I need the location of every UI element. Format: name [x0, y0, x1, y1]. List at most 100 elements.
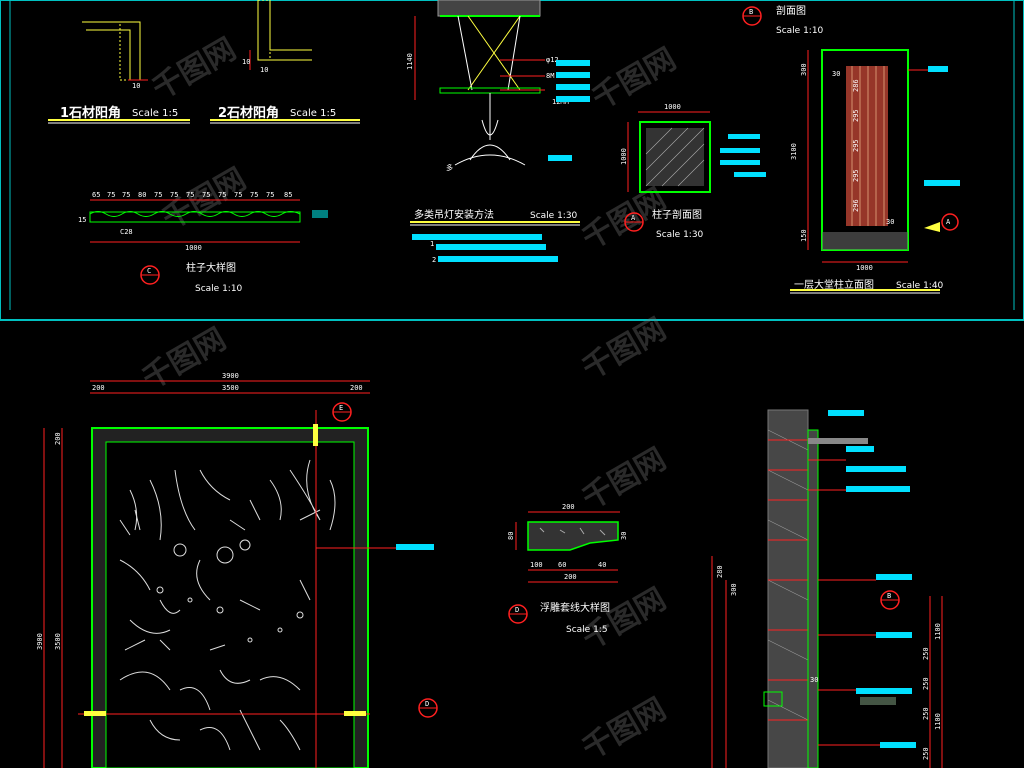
- svg-text:1140: 1140: [406, 53, 414, 70]
- svg-text:千图网: 千图网: [577, 582, 672, 657]
- detail-7-scale: Scale 1:40: [896, 281, 944, 291]
- svg-text:200: 200: [92, 384, 105, 392]
- svg-text:75: 75: [266, 191, 274, 199]
- svg-text:200: 200: [564, 573, 577, 581]
- svg-text:千图网: 千图网: [157, 162, 252, 237]
- detail-column-profile: 65 75 75 80 75 75 75 75 75 75 75 75 85 1…: [78, 191, 328, 294]
- detail-relief-panel: 3900 200 3500 200 E: [36, 372, 438, 768]
- svg-text:千图网: 千图网: [577, 312, 672, 387]
- svg-text:A: A: [946, 218, 951, 226]
- detail-1-title: 1石材阳角: [60, 105, 121, 121]
- svg-text:千图网: 千图网: [137, 322, 232, 397]
- svg-text:75: 75: [234, 191, 242, 199]
- svg-text:3500: 3500: [54, 633, 62, 650]
- svg-text:多: 多: [446, 163, 453, 172]
- detail-6-scale: Scale 1:10: [776, 26, 824, 36]
- svg-text:B: B: [887, 592, 891, 600]
- svg-text:60: 60: [558, 561, 566, 569]
- svg-text:15: 15: [78, 216, 86, 224]
- svg-text:200: 200: [562, 503, 575, 511]
- svg-text:150: 150: [800, 229, 808, 242]
- svg-text:1: 1: [430, 240, 434, 248]
- svg-text:10: 10: [132, 82, 140, 90]
- detail-2-title: 2石材阳角: [218, 105, 279, 121]
- detail-3-title: 柱子大样图: [186, 261, 236, 274]
- svg-text:75: 75: [202, 191, 210, 199]
- svg-text:1000: 1000: [856, 264, 873, 272]
- svg-text:65: 65: [92, 191, 100, 199]
- svg-text:75: 75: [186, 191, 194, 199]
- svg-text:250: 250: [922, 647, 930, 660]
- svg-text:75: 75: [154, 191, 162, 199]
- detail-5-scale: Scale 1:30: [656, 230, 704, 240]
- svg-text:3900: 3900: [222, 372, 239, 380]
- svg-text:10: 10: [260, 66, 268, 74]
- detail-chandelier-install: 多 1140 φ12 8M 12MM 多类吊灯安装方法 Scale 1:30 1…: [406, 0, 590, 264]
- svg-text:40: 40: [598, 561, 606, 569]
- svg-text:30: 30: [620, 532, 628, 540]
- detail-stone-corner-1: 10 1石材阳角 Scale 1:5: [48, 21, 190, 124]
- svg-text:80: 80: [138, 191, 146, 199]
- detail-stone-corner-2: 10 10 2石材阳角 Scale 1:5: [210, 0, 360, 124]
- svg-text:250: 250: [922, 707, 930, 720]
- svg-text:30: 30: [886, 218, 894, 226]
- svg-text:1100: 1100: [934, 713, 942, 730]
- svg-text:A: A: [631, 214, 636, 222]
- detail-5-title: 柱子剖面图: [652, 208, 702, 221]
- detail-9-title: 浮雕套线大样图: [540, 601, 610, 614]
- svg-text:300: 300: [730, 583, 738, 596]
- svg-text:200: 200: [350, 384, 363, 392]
- detail-2-scale: Scale 1:5: [290, 108, 336, 119]
- svg-text:3900: 3900: [36, 633, 44, 650]
- svg-text:75: 75: [122, 191, 130, 199]
- svg-text:295: 295: [852, 139, 860, 152]
- svg-text:3500: 3500: [222, 384, 239, 392]
- svg-text:85: 85: [284, 191, 292, 199]
- svg-text:30: 30: [832, 70, 840, 78]
- svg-text:2: 2: [432, 256, 436, 264]
- svg-text:80: 80: [507, 532, 515, 540]
- svg-text:φ12: φ12: [546, 56, 559, 64]
- svg-text:E: E: [339, 404, 343, 412]
- column-top-dims: 65 75 75 80 75 75 75 75 75 75 75 75 85: [92, 191, 292, 199]
- detail-7-title: 一层大堂柱立面图: [794, 278, 874, 291]
- svg-text:1000: 1000: [664, 103, 681, 111]
- svg-text:75: 75: [107, 191, 115, 199]
- detail-6-title: 剖面图: [776, 4, 806, 17]
- detail-4-scale: Scale 1:30: [530, 211, 578, 221]
- svg-text:75: 75: [250, 191, 258, 199]
- detail-3-scale: Scale 1:10: [195, 284, 243, 294]
- svg-text:C: C: [147, 267, 151, 275]
- svg-text:250: 250: [922, 747, 930, 760]
- svg-text:295: 295: [852, 169, 860, 182]
- svg-text:千图网: 千图网: [147, 32, 242, 107]
- svg-text:100: 100: [530, 561, 543, 569]
- svg-text:千图网: 千图网: [577, 692, 672, 767]
- svg-text:75: 75: [218, 191, 226, 199]
- detail-wall-section: B 1100 250 250 250 1100 250 280 300 30: [711, 409, 943, 768]
- svg-text:D: D: [425, 700, 429, 708]
- svg-text:300: 300: [800, 63, 808, 76]
- svg-text:8M: 8M: [546, 72, 554, 80]
- svg-text:1100: 1100: [934, 623, 942, 640]
- svg-text:B: B: [749, 8, 753, 16]
- svg-text:296: 296: [852, 199, 860, 212]
- detail-molding-profile: 200 80 30 100 60 40 200 D 浮雕套线大样图 Scale …: [507, 503, 628, 635]
- detail-column-elevation: 30 30 286 295 295 295 296 300 3100 150 1…: [790, 49, 960, 294]
- svg-text:30: 30: [810, 676, 818, 684]
- svg-text:200: 200: [54, 432, 62, 445]
- svg-text:295: 295: [852, 109, 860, 122]
- detail-1-scale: Scale 1:5: [132, 108, 178, 119]
- svg-text:千图网: 千图网: [577, 442, 672, 517]
- svg-text:286: 286: [852, 79, 860, 92]
- svg-text:250: 250: [922, 677, 930, 690]
- svg-text:1000: 1000: [620, 148, 628, 165]
- detail-column-section: 1000 1000 A 柱子剖面图 Scale 1:30: [620, 103, 766, 240]
- svg-text:D: D: [515, 606, 519, 614]
- detail-section-title: B 剖面图 Scale 1:10: [742, 4, 824, 36]
- detail-9-scale: Scale 1:5: [566, 625, 608, 635]
- svg-text:1000: 1000: [185, 244, 202, 252]
- svg-text:C28: C28: [120, 228, 133, 236]
- relief-pattern: [119, 459, 336, 751]
